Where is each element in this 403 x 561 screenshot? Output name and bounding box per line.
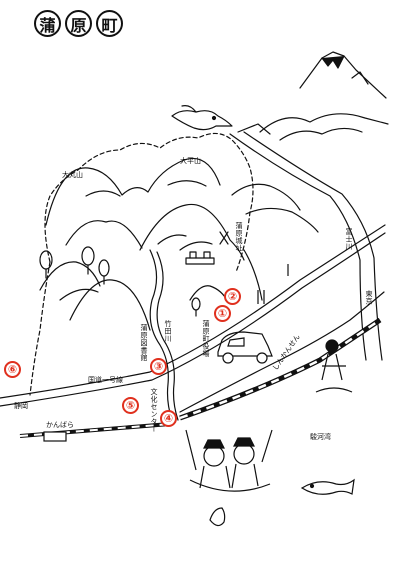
marker-6[interactable]: ⑥: [4, 361, 21, 378]
railway-tokaido: [19, 317, 382, 442]
bird: [171, 105, 233, 131]
label-ohira: 大平山: [180, 157, 201, 165]
fish: [209, 478, 355, 527]
trees: [39, 246, 201, 317]
marker-1[interactable]: ①: [214, 305, 231, 322]
label-route1: 国道一号線: [88, 376, 123, 384]
town-boundary: [44, 132, 254, 273]
map-title: 蒲 原 町: [34, 10, 123, 37]
label-tokyo: 東京: [365, 290, 373, 305]
river: [149, 249, 173, 421]
label-fuji-river: 富士川: [345, 228, 353, 251]
figure-right: [315, 339, 353, 393]
label-town-office: 蒲原町役場: [202, 320, 210, 358]
mount-fuji: [299, 51, 387, 99]
marker-5[interactable]: ⑤: [122, 397, 139, 414]
car: [217, 331, 273, 364]
label-culture-center: 文化センター: [150, 388, 158, 433]
label-shizuoka: 静岡: [14, 402, 28, 410]
distant-hills: [237, 113, 389, 141]
title-char: 町: [96, 10, 123, 37]
poles: [257, 264, 289, 304]
fuji-river-banks: [229, 133, 367, 361]
label-ohmaru: 大丸山: [62, 171, 83, 179]
marker-3[interactable]: ③: [150, 358, 167, 375]
figures-boat: [185, 429, 273, 492]
label-kanbara-station: かんばら: [46, 421, 74, 429]
marker-2[interactable]: ②: [224, 288, 241, 305]
mountains: [39, 157, 319, 331]
label-castle: 蒲原城址: [235, 222, 243, 252]
title-char: 原: [65, 10, 92, 37]
label-library: 蒲原図書館: [140, 324, 148, 362]
castle-ruins-icon: [185, 231, 229, 265]
label-okita-river: 竹田川: [164, 320, 172, 343]
shinkansen-road: [179, 291, 385, 413]
label-sea: 駿河湾: [310, 433, 331, 441]
title-char: 蒲: [34, 10, 61, 37]
marker-4[interactable]: ④: [160, 410, 177, 427]
national-route-1: [0, 224, 386, 399]
